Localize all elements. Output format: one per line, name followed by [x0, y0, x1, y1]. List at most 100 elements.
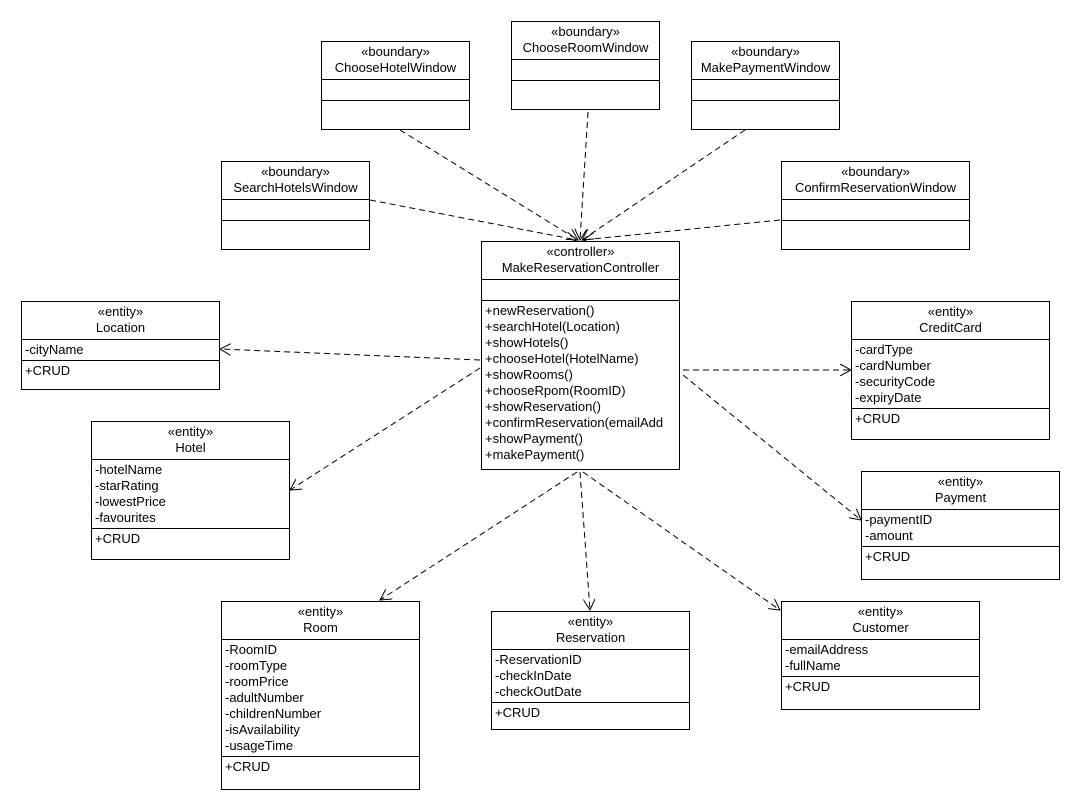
- stereotype: «boundary»: [551, 24, 620, 39]
- class-name: MakeReservationController: [501, 260, 660, 275]
- class-make-reservation-controller: «controller» MakeReservationController +…: [481, 241, 680, 470]
- attributes-compartment: [692, 80, 839, 101]
- attributes-compartment: -emailAddress -fullName: [782, 640, 979, 677]
- attribute: -amount: [865, 528, 913, 543]
- class-header: «entity» Room: [222, 602, 419, 640]
- attribute: -emailAddress: [785, 642, 869, 657]
- attribute: -cityName: [25, 342, 84, 357]
- attribute: -cardType: [855, 342, 913, 357]
- operations-compartment: [222, 221, 369, 225]
- class-name: Reservation: [555, 630, 626, 645]
- attribute: -checkInDate: [495, 668, 572, 683]
- stereotype: «entity»: [97, 304, 144, 319]
- stereotype: «entity»: [927, 304, 974, 319]
- edge-controller-to-hotel: [290, 367, 481, 490]
- operations-compartment: [322, 101, 469, 105]
- edge-controller-to-reservation: [579, 471, 590, 610]
- operation: +showReservation(): [485, 399, 601, 414]
- stereotype: «entity»: [297, 604, 344, 619]
- operations-compartment: [692, 101, 839, 105]
- class-hotel: «entity» Hotel -hotelName -starRating -l…: [91, 421, 290, 560]
- operation: +CRUD: [25, 363, 71, 378]
- operation: +CRUD: [225, 759, 271, 774]
- attributes-compartment: -hotelName -starRating -lowestPrice -fav…: [92, 460, 289, 529]
- attribute: -adultNumber: [225, 690, 304, 705]
- class-header: «entity» CreditCard: [852, 302, 1049, 340]
- class-header: «boundary» SearchHotelsWindow: [222, 162, 369, 200]
- class-name: ChooseHotelWindow: [334, 60, 457, 75]
- class-search-hotels-window: «boundary» SearchHotelsWindow: [221, 161, 370, 250]
- class-reservation: «entity» Reservation -ReservationID -che…: [491, 611, 690, 730]
- operation: +confirmReservation(emailAdd: [485, 415, 664, 430]
- operations-compartment: +CRUD: [222, 757, 419, 777]
- attribute: -paymentID: [865, 512, 933, 527]
- operations-compartment: +CRUD: [22, 361, 219, 381]
- operation: +newReservation(): [485, 303, 595, 318]
- edge-controller-to-payment: [682, 374, 861, 520]
- attribute: -securityCode: [855, 374, 936, 389]
- operations-compartment: +newReservation() +searchHotel(Location)…: [482, 301, 679, 465]
- class-header: «controller» MakeReservationController: [482, 242, 679, 280]
- stereotype: «boundary»: [261, 164, 330, 179]
- class-header: «boundary» ConfirmReservationWindow: [782, 162, 969, 200]
- edge-makepayment-to-controller: [582, 129, 746, 240]
- class-header: «boundary» ChooseRoomWindow: [512, 22, 659, 60]
- attributes-compartment: [782, 200, 969, 221]
- class-name: Location: [95, 320, 146, 335]
- attribute: -favourites: [95, 510, 156, 525]
- attribute: -RoomID: [225, 642, 278, 657]
- class-header: «entity» Hotel: [92, 422, 289, 460]
- attribute: -starRating: [95, 478, 159, 493]
- operation: +CRUD: [865, 549, 911, 564]
- attribute: -isAvailability: [225, 722, 300, 737]
- attribute: -checkOutDate: [495, 684, 582, 699]
- class-name: Hotel: [175, 440, 206, 455]
- operation: +chooseRpom(RoomID): [485, 383, 626, 398]
- class-choose-room-window: «boundary» ChooseRoomWindow: [511, 21, 660, 110]
- class-location: «entity» Location -cityName +CRUD: [21, 301, 220, 390]
- operations-compartment: +CRUD: [782, 677, 979, 697]
- edge-controller-to-customer: [582, 471, 780, 610]
- operation: +showHotels(): [485, 335, 569, 350]
- stereotype: «boundary»: [361, 44, 430, 59]
- attribute: -lowestPrice: [95, 494, 166, 509]
- stereotype: «entity»: [167, 424, 214, 439]
- operations-compartment: [782, 221, 969, 225]
- class-header: «boundary» ChooseHotelWindow: [322, 42, 469, 80]
- attribute: -usageTime: [225, 738, 294, 753]
- operation: +CRUD: [95, 531, 141, 546]
- class-header: «entity» Customer: [782, 602, 979, 640]
- stereotype: «controller»: [546, 244, 615, 259]
- class-room: «entity» Room -RoomID -roomType -roomPri…: [221, 601, 420, 790]
- class-header: «boundary» MakePaymentWindow: [692, 42, 839, 80]
- attributes-compartment: -RoomID -roomType -roomPrice -adultNumbe…: [222, 640, 419, 757]
- edge-chooseroom-to-controller: [580, 111, 589, 240]
- attributes-compartment: -cardType -cardNumber -securityCode -exp…: [852, 340, 1049, 409]
- class-name: Payment: [934, 490, 987, 505]
- class-name: Customer: [852, 620, 909, 635]
- attribute: -ReservationID: [495, 652, 582, 667]
- class-name: ConfirmReservationWindow: [794, 180, 957, 195]
- operation: +CRUD: [785, 679, 831, 694]
- attribute: -cardNumber: [855, 358, 931, 373]
- class-name: CreditCard: [919, 320, 982, 335]
- class-name: SearchHotelsWindow: [233, 180, 358, 195]
- stereotype: «entity»: [857, 604, 904, 619]
- class-name: ChooseRoomWindow: [522, 40, 649, 55]
- class-header: «entity» Location: [22, 302, 219, 340]
- attributes-compartment: [322, 80, 469, 101]
- operation: +makePayment(): [485, 447, 585, 462]
- edge-searchhotels-to-controller: [369, 199, 577, 240]
- operation: +CRUD: [495, 705, 541, 720]
- operations-compartment: +CRUD: [852, 409, 1049, 429]
- operation: +chooseHotel(HotelName): [485, 351, 639, 366]
- attributes-compartment: [482, 280, 679, 301]
- class-name: Room: [303, 620, 338, 635]
- operation: +searchHotel(Location): [485, 319, 620, 334]
- operations-compartment: +CRUD: [862, 547, 1059, 567]
- class-header: «entity» Payment: [862, 472, 1059, 510]
- class-header: «entity» Reservation: [492, 612, 689, 650]
- stereotype: «boundary»: [731, 44, 800, 59]
- edge-controller-to-location: [220, 349, 481, 361]
